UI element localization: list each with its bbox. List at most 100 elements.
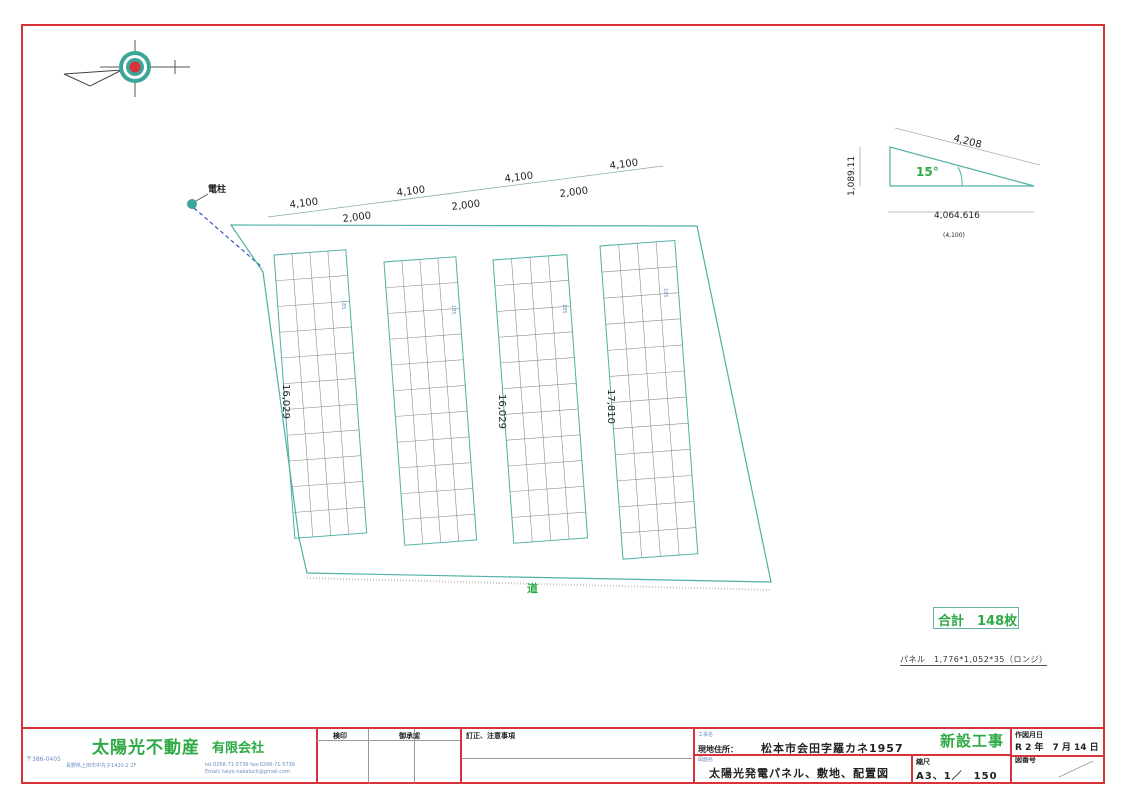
company-type: 有限会社	[212, 741, 265, 756]
panel-row	[383, 256, 478, 546]
approval-cell: 御承認	[368, 729, 420, 783]
approval-cell-2	[414, 729, 460, 783]
panel-grid-line	[511, 511, 586, 518]
panel-grid-line	[506, 434, 581, 441]
panel-grid-line	[548, 255, 570, 540]
project-cell: 工事名 現地住所： 松本市会田字羅カネ1957 図面名 太陽光発電パネル、敷地、…	[693, 729, 911, 783]
work-type: 新設工事	[940, 732, 1005, 750]
panel-grid-line	[504, 408, 579, 415]
spacing-label: 4,100	[504, 171, 534, 185]
panel-row	[273, 249, 368, 539]
revision-label: 訂正、注意事項	[466, 732, 515, 740]
tilt-height: 1,089.11	[847, 156, 857, 196]
scale-cell: 縮尺 A3、1／ 150	[911, 756, 1010, 783]
panel-total: 合計 148枚	[933, 607, 1019, 629]
pole-label: 電柱	[208, 183, 226, 195]
scale-label: 縮尺	[916, 758, 930, 766]
panel-grid-line	[621, 527, 696, 534]
site-address: 松本市会田字羅カネ1957	[761, 742, 904, 755]
spacing-label: 4,100	[289, 197, 319, 211]
panel-grid-line	[279, 326, 352, 333]
drawing-caption: 図面名	[698, 757, 714, 763]
panel-grid-line	[309, 252, 332, 536]
panel-grid-line	[395, 410, 468, 417]
panel-grid-line	[494, 280, 569, 287]
panel-grid-line	[498, 331, 573, 338]
panel-grid-line	[605, 318, 681, 325]
panel-grid-line	[617, 475, 693, 482]
panel-grid-line	[290, 481, 363, 488]
panel-grid-line	[399, 462, 471, 469]
scale-value: A3、1／ 150	[916, 771, 998, 782]
panel-grid-line	[385, 282, 458, 289]
panel-grid-line	[400, 488, 473, 495]
row-count: 185	[340, 300, 346, 310]
panel-grid-line	[419, 259, 442, 543]
panel-grid-line	[511, 258, 533, 542]
pole-icon	[187, 199, 197, 209]
panel-grid-line	[619, 501, 694, 508]
spacing-label: 4,100	[396, 185, 426, 199]
spacing-label: 4,100	[609, 158, 639, 172]
drawing-frame	[21, 24, 1105, 784]
panel-grid-line	[285, 403, 358, 410]
date-label: 作図月日	[1015, 731, 1043, 739]
row-count: 185	[561, 304, 567, 314]
tilt-diagram	[859, 127, 1041, 213]
row-length-label: 16,029	[280, 384, 291, 419]
panel-grid-line	[500, 357, 575, 364]
panel-grid-line	[277, 300, 350, 307]
stamp-cell: 検印	[316, 729, 368, 783]
company-email: Email: taiyo-nakaluck@gmail.com	[205, 769, 290, 775]
panel-grid-line	[389, 333, 462, 340]
panel-grid-line	[292, 506, 365, 513]
site-boundary	[229, 224, 772, 583]
panel-grid-line	[275, 275, 348, 282]
panel-grid-line	[402, 513, 475, 520]
panel-grid-line	[529, 257, 551, 541]
panel-grid-line	[283, 378, 356, 385]
panel-grid-line	[611, 396, 687, 403]
panel-grid-line	[502, 383, 577, 390]
panel-spec: パネル 1,776*1,052*35（ロンジ）	[900, 655, 1048, 666]
sheet-no-label: 図番号	[1015, 756, 1036, 764]
gap-label: 2,000	[342, 211, 372, 225]
panel-grid-line	[509, 486, 584, 493]
panel-grid-line	[613, 422, 689, 429]
stamp-label: 検印	[333, 732, 347, 740]
tilt-base-sub: (4,100)	[943, 232, 965, 239]
panel-grid-line	[287, 429, 360, 436]
title-block-divider	[21, 727, 1105, 729]
row-count: 185	[662, 288, 668, 298]
compass-icon	[63, 40, 190, 97]
postal-code: 〒386-0405	[26, 756, 61, 763]
panel-grid-line	[289, 455, 361, 462]
row-length-label: 17,810	[605, 389, 616, 424]
panel-grid-line	[391, 359, 464, 366]
panel-grid-line	[393, 385, 466, 392]
row-length-label: 16,029	[496, 394, 507, 429]
road-line	[306, 577, 772, 591]
panel-grid-line	[401, 260, 424, 544]
panel-grid-line	[601, 266, 677, 273]
panel-grid-line	[615, 448, 691, 456]
company-tel: tel:0268-71-5736 fax:0268-71-5736	[205, 762, 296, 768]
approval-label: 御承認	[399, 732, 420, 740]
panel-row	[492, 254, 589, 544]
tilt-angle: 15°	[916, 165, 939, 179]
road-label: 道	[527, 581, 538, 595]
site-label: 現地住所：	[698, 745, 738, 754]
date-value: R 2 年 7 月 14 日	[1015, 743, 1099, 753]
drawing-name: 太陽光発電パネル、敷地、配置図	[709, 767, 889, 780]
panel-grid-line	[496, 305, 571, 312]
row-count: 185	[450, 305, 456, 315]
company-name: 太陽光不動産	[92, 738, 200, 758]
tilt-base: 4,064.616	[934, 211, 980, 221]
panel-grid-line	[291, 253, 314, 537]
panel-grid-line	[281, 352, 354, 359]
project-caption: 工事名	[698, 732, 714, 738]
company-address: 長野県上田市中丸子1420-2 2F	[66, 763, 137, 769]
panel-grid-line	[607, 344, 683, 351]
